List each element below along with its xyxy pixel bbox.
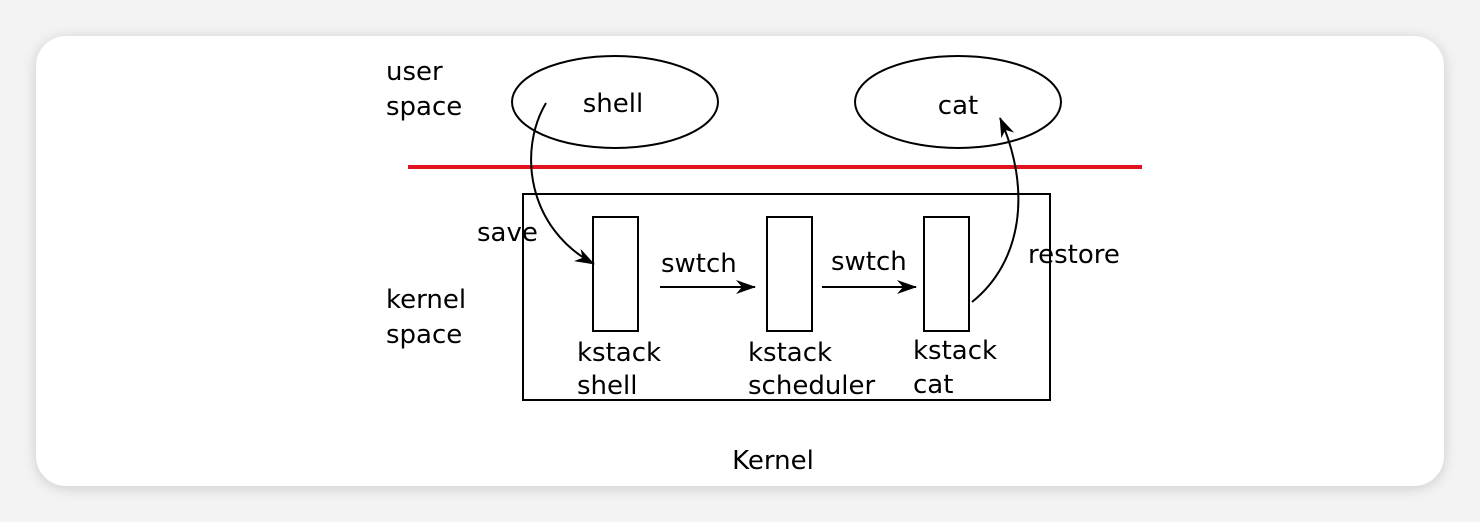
- diagram-card: [36, 36, 1444, 486]
- swtch-label-1: swtch: [661, 249, 737, 279]
- kernel-box: [522, 193, 1051, 401]
- save-label: save: [477, 218, 538, 248]
- kstack-scheduler-label-line2: scheduler: [748, 371, 876, 401]
- cat-process-ellipse: [854, 55, 1062, 149]
- user-space-label-line1: user: [386, 57, 443, 87]
- kstack-cat-label-line1: kstack: [913, 336, 997, 366]
- kstack-shell-box: [592, 216, 639, 332]
- kernel-space-label-line1: kernel: [386, 285, 466, 315]
- restore-label: restore: [1028, 240, 1120, 270]
- shell-process-label: shell: [583, 89, 643, 119]
- kstack-shell-label-line1: kstack: [577, 338, 661, 368]
- kernel-space-label-line2: space: [386, 320, 462, 350]
- kstack-shell-label-line2: shell: [577, 371, 637, 401]
- swtch-label-2: swtch: [831, 247, 907, 277]
- shell-process-ellipse: [511, 55, 719, 149]
- kstack-scheduler-box: [766, 216, 813, 332]
- save-arrow: [530, 102, 595, 265]
- kstack-cat-box: [923, 216, 970, 332]
- kstack-scheduler-label-line1: kstack: [748, 338, 832, 368]
- kernel-caption: Kernel: [732, 446, 814, 476]
- restore-arrow: [971, 117, 1020, 303]
- kstack-cat-label-line2: cat: [913, 370, 953, 400]
- user-space-label-line2: space: [386, 92, 462, 122]
- cat-process-label: cat: [938, 91, 978, 121]
